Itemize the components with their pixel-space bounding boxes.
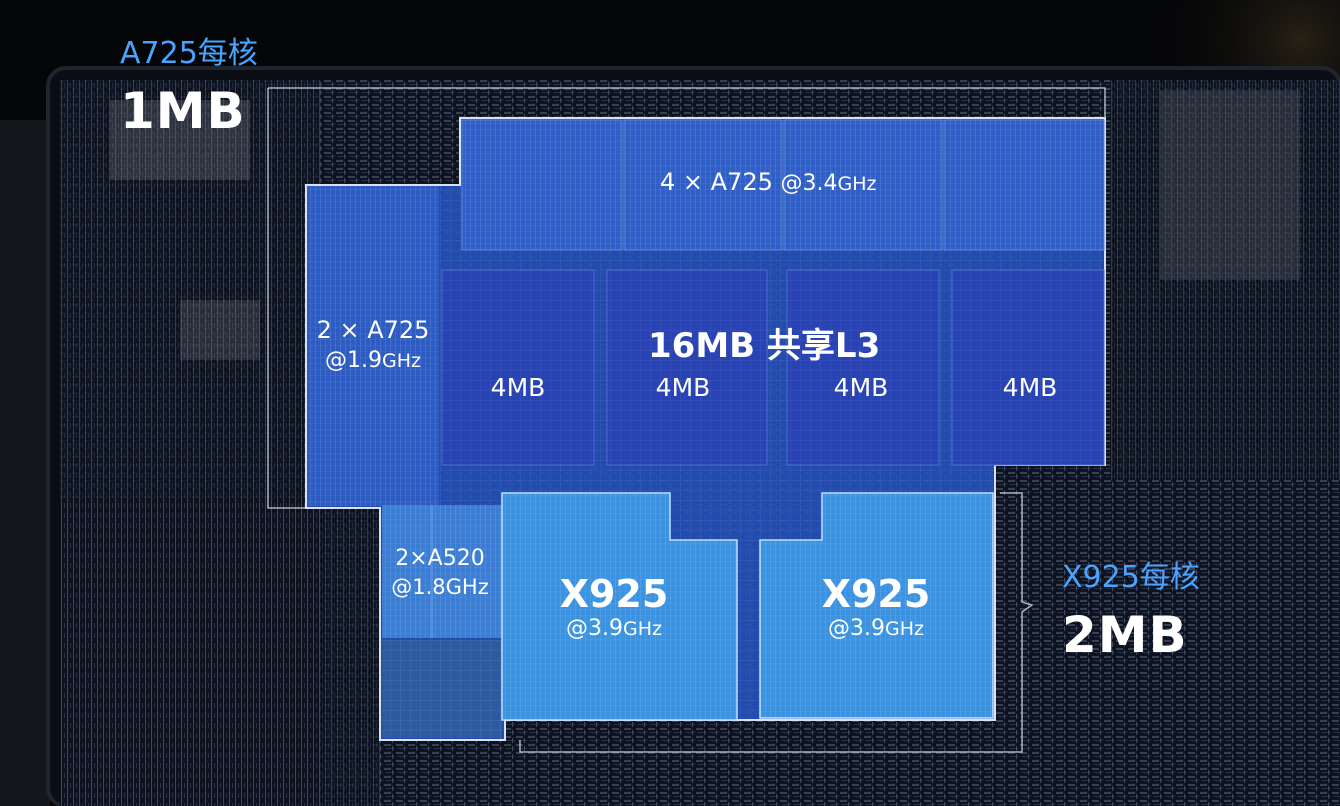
a520-region <box>382 505 502 738</box>
a520-label: 2×A520 @1.8GHz <box>375 545 505 601</box>
x925-1-name: X925 <box>559 572 669 616</box>
a725-top-unit: GHz <box>837 173 877 195</box>
a725-per-core-label: A725每核 <box>120 36 258 71</box>
a725-top-label: 4 × A725 @3.4GHz <box>660 168 877 196</box>
l3-slice-1: 4MB <box>490 373 546 402</box>
a520-freq: @1.8GHz <box>391 575 489 599</box>
a725-left-count: 2 × A725 <box>316 316 430 344</box>
x925-2-unit: GHz <box>885 618 924 640</box>
x925-core-2: X925 @3.9GHz <box>764 572 988 641</box>
a725-top-freq: @3.4 <box>780 171 838 196</box>
x925-cores <box>501 492 994 721</box>
l3-slices <box>441 269 1105 466</box>
a725-left-label: 2 × A725 @1.9GHz <box>306 314 440 376</box>
l3-title: 16MB 共享L3 <box>648 326 881 366</box>
a725-top-count: 4 × A725 <box>660 168 773 196</box>
l3-slice-4: 4MB <box>1002 373 1058 402</box>
a725-cache-size: 1MB <box>120 82 246 140</box>
a725-left-freq: @1.9 <box>325 348 382 373</box>
a725-left-unit: GHz <box>382 350 421 372</box>
bracket-arrow-icon <box>519 492 1034 753</box>
l3-slice-3: 4MB <box>833 373 889 402</box>
x925-cache-size: 2MB <box>1062 606 1188 664</box>
a520-count: 2×A520 <box>395 546 485 571</box>
left-edge <box>0 120 50 806</box>
x925-2-freq: @3.9 <box>828 616 885 641</box>
l3-slice-2: 4MB <box>655 373 711 402</box>
a725-top-cores <box>461 119 1105 251</box>
x925-1-unit: GHz <box>623 618 662 640</box>
x925-core-1: X925 @3.9GHz <box>502 572 726 641</box>
a725-left-cores <box>307 186 439 506</box>
x925-2-name: X925 <box>821 572 931 616</box>
x925-per-core-label: X925每核 <box>1062 560 1200 595</box>
x925-1-freq: @3.9 <box>566 616 623 641</box>
